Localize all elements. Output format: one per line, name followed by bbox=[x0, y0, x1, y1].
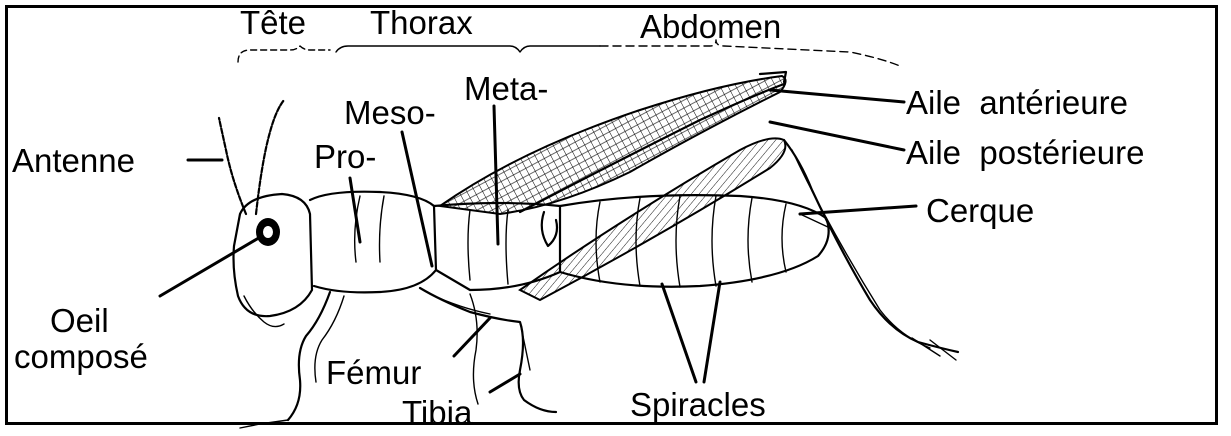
label-meta: Meta- bbox=[464, 70, 548, 107]
label-thorax: Thorax bbox=[370, 4, 473, 41]
label-aile-anterieure: Aile antérieure bbox=[906, 84, 1128, 121]
label-femur: Fémur bbox=[326, 354, 421, 391]
label-spiracles: Spiracles bbox=[630, 386, 766, 423]
tibia-leader bbox=[490, 374, 520, 392]
aile-posterieure-leader bbox=[770, 122, 904, 150]
spiracle-leader-1 bbox=[662, 284, 696, 382]
label-tibia: Tibia bbox=[402, 394, 473, 431]
femur-leader bbox=[454, 318, 490, 356]
meso-leader bbox=[402, 132, 432, 266]
label-pro: Pro- bbox=[314, 138, 376, 175]
label-meso: Meso- bbox=[344, 94, 436, 131]
oeil-leader bbox=[160, 236, 262, 296]
label-oeil-line2: composé bbox=[14, 338, 148, 375]
aile-anterieure-leader bbox=[770, 90, 904, 102]
spiracle-leader-2 bbox=[704, 282, 720, 382]
label-aile-posterieure: Aile postérieure bbox=[906, 134, 1144, 171]
meta-leader bbox=[494, 106, 498, 244]
cerque-leader bbox=[800, 206, 916, 214]
region-brackets bbox=[238, 40, 900, 66]
label-tete: Tête bbox=[240, 4, 306, 41]
label-antenne: Antenne bbox=[12, 142, 135, 179]
label-oeil-line1: Oeil bbox=[50, 302, 109, 339]
antennae bbox=[219, 100, 284, 214]
label-abdomen: Abdomen bbox=[640, 8, 781, 45]
label-cerque: Cerque bbox=[926, 192, 1034, 229]
